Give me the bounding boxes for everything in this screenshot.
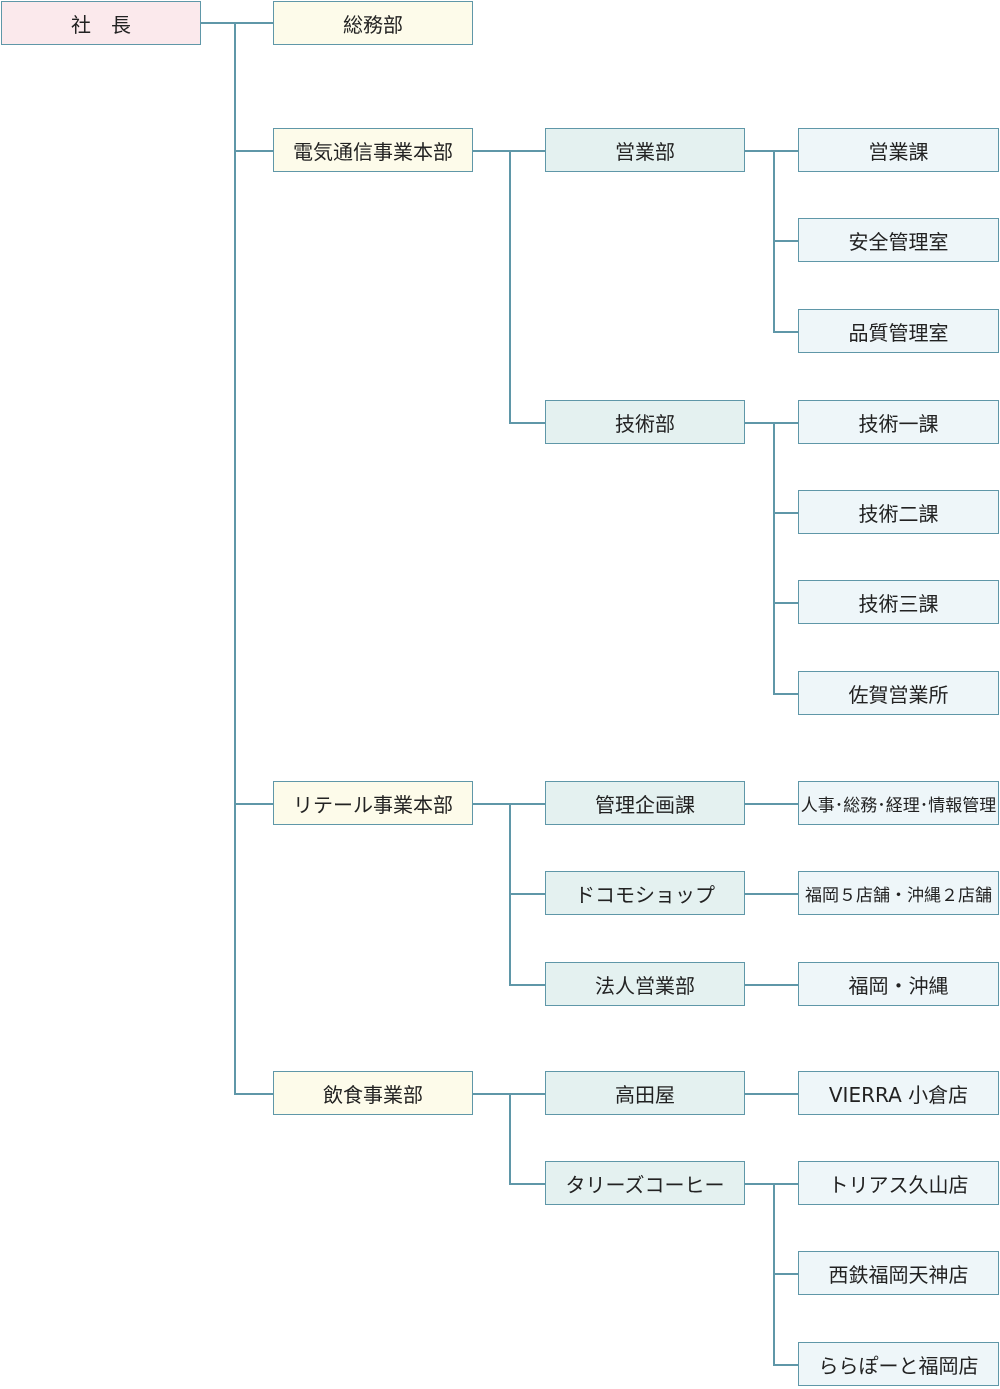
tenjin-box: 西鉄福岡天神店	[798, 1251, 999, 1295]
connector-eigyo-out	[745, 150, 798, 152]
eigyo-box: 営業部	[545, 128, 745, 172]
gijutsu1-box: 技術一課	[798, 400, 999, 444]
connector-hinshitsu	[773, 331, 798, 333]
docomo-child-box: 福岡５店舗・沖縄２店舗	[798, 871, 999, 915]
houjin-child-box: 福岡・沖縄	[798, 962, 999, 1006]
connector-docomo	[509, 893, 545, 895]
connector-anzen	[773, 240, 798, 242]
anzen-box: 安全管理室	[798, 218, 999, 262]
takataya-child-box: VIERRA 小倉店	[798, 1071, 999, 1115]
connector-kanri-out	[745, 803, 798, 805]
connector-tullys	[509, 1183, 545, 1185]
connector-retail	[234, 803, 273, 805]
connector-trunk	[234, 22, 236, 1094]
gijutsu-box: 技術部	[545, 400, 745, 444]
president-box: 社 長	[1, 1, 201, 45]
inshoku-box: 飲食事業部	[273, 1071, 473, 1115]
connector-tenjin	[773, 1273, 798, 1275]
houjin-box: 法人営業部	[545, 962, 745, 1006]
connector-denki-trunk	[509, 150, 511, 422]
connector-denki	[234, 150, 273, 152]
hinshitsu-box: 品質管理室	[798, 309, 999, 353]
connector-gijutsu	[509, 422, 545, 424]
eigyoka-box: 営業課	[798, 128, 999, 172]
retail-box: リテール事業本部	[273, 781, 473, 825]
connector-g3	[773, 602, 798, 604]
lalaport-box: ららぽーと福岡店	[798, 1342, 999, 1386]
docomo-box: ドコモショップ	[545, 871, 745, 915]
connector-gijutsu-out	[745, 422, 798, 424]
connector-houjin-out	[745, 984, 798, 986]
connector-docomo-out	[745, 893, 798, 895]
denki-box: 電気通信事業本部	[273, 128, 473, 172]
connector-g2	[773, 512, 798, 514]
gijutsu3-box: 技術三課	[798, 580, 999, 624]
connector-takataya-out	[745, 1093, 798, 1095]
tullys-box: タリーズコーヒー	[545, 1161, 745, 1205]
connector-inshoku-trunk	[509, 1093, 511, 1183]
connector-president	[201, 22, 273, 24]
connector-houjin	[509, 984, 545, 986]
gijutsu2-box: 技術二課	[798, 490, 999, 534]
takataya-box: 高田屋	[545, 1071, 745, 1115]
soumu-box: 総務部	[273, 1, 473, 45]
connector-gijutsu-trunk	[773, 422, 775, 693]
connector-tullys-out	[745, 1183, 798, 1185]
connector-lalaport	[773, 1364, 798, 1366]
connector-inshoku	[234, 1093, 273, 1095]
connector-saga	[773, 693, 798, 695]
kanri-box: 管理企画課	[545, 781, 745, 825]
trias-box: トリアス久山店	[798, 1161, 999, 1205]
kanri-child-box: 人事･総務･経理･情報管理	[798, 781, 999, 825]
saga-box: 佐賀営業所	[798, 671, 999, 715]
